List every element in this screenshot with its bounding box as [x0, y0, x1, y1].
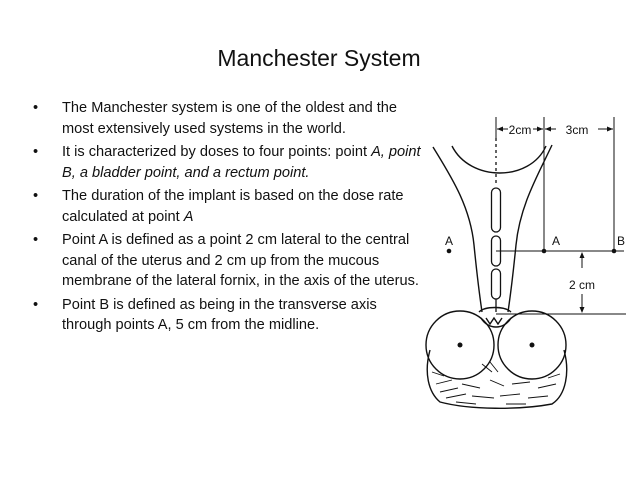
uterus-outline — [432, 144, 553, 313]
dim-left-label: 2cm — [509, 123, 532, 137]
reference-lines — [496, 138, 626, 315]
bullet-item: • Point B is defined as being in the tran… — [33, 295, 425, 336]
bullet-item: • Point A is defined as a point 2 cm late… — [33, 230, 425, 292]
manchester-diagram: 2cm 3cm — [425, 117, 626, 409]
bullet-marker: • — [33, 296, 39, 313]
bullet-item: • It is characterized by doses to four po… — [33, 142, 425, 183]
tissue-hatching — [431, 361, 561, 405]
slide-title: Manchester System — [217, 45, 421, 71]
bullet-list: • The Manchester system is one of the old… — [33, 98, 425, 339]
tandem — [490, 138, 502, 312]
bullet-text: The duration of the implant is based on … — [62, 188, 404, 225]
dim-vertical-label: 2 cm — [569, 278, 595, 292]
vertical-dim-arrows — [579, 252, 585, 313]
bullet-text: Point B is defined as being in the trans… — [62, 296, 377, 334]
bullet-text: It is characterized by doses to four poi… — [62, 144, 372, 160]
bullet-marker: • — [33, 188, 39, 204]
bullet-item: • The Manchester system is one of the old… — [33, 98, 425, 139]
bullet-marker: • — [33, 144, 39, 160]
bullet-marker: • — [33, 232, 39, 248]
dim-right-label: 3cm — [566, 123, 589, 137]
bullet-text: A — [183, 208, 194, 225]
ovoids — [425, 310, 568, 409]
bullet-text: A, point B, a bladder point, and a rectu… — [62, 144, 421, 181]
point-b-label: B — [617, 234, 625, 248]
bullet-text: Point A is defined as a point 2 cm later… — [62, 232, 419, 289]
point-a-right-label: A — [552, 234, 560, 248]
ovoid-sources — [457, 342, 535, 348]
bullet-item: • The duration of the implant is based on… — [33, 186, 425, 227]
bullet-text: The Manchester system is one of the olde… — [62, 100, 398, 137]
points — [446, 248, 617, 254]
point-a-left-label: A — [445, 234, 453, 248]
bullet-marker: • — [33, 100, 39, 116]
dimension-arrows — [497, 126, 613, 132]
